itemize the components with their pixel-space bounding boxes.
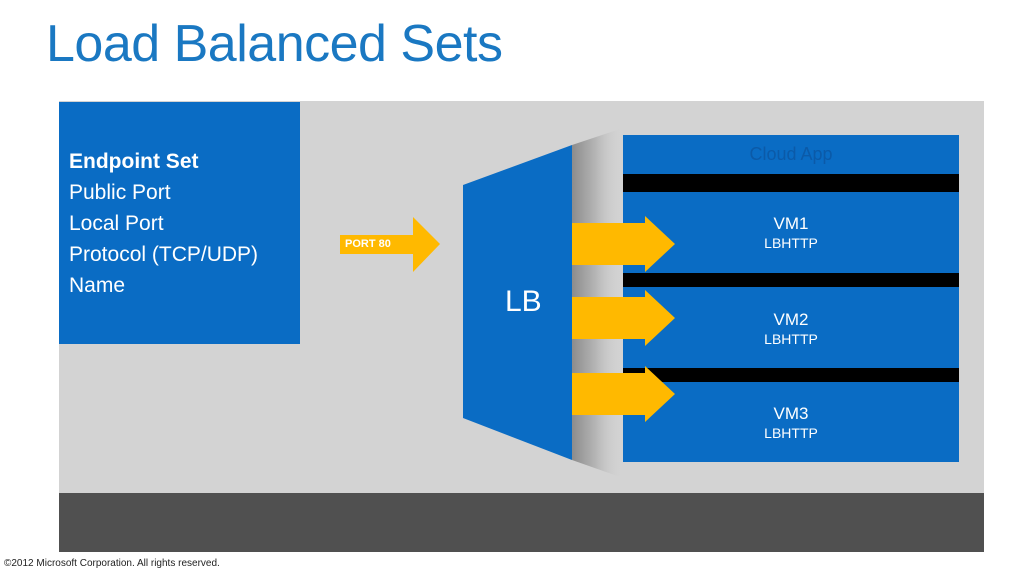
endpoint-item-protocol: Protocol (TCP/UDP)	[69, 243, 259, 266]
endpoint-item-local-port: Local Port	[69, 212, 164, 235]
divider-bar-2	[623, 273, 959, 287]
slide-title: Load Balanced Sets	[46, 15, 503, 73]
endpoint-set-box: Endpoint Set Public Port Local Port Prot…	[59, 102, 300, 344]
endpoint-set-heading: Endpoint Set	[69, 150, 199, 173]
vm2-arrow	[572, 290, 675, 346]
copyright-notice: ©2012 Microsoft Corporation. All rights …	[4, 558, 220, 569]
lb-label: LB	[505, 285, 542, 318]
port-80-arrow	[340, 217, 440, 272]
endpoint-item-name: Name	[69, 274, 126, 297]
vm1-name: VM1	[773, 214, 809, 233]
vm1-node: VM1 LBHTTP	[623, 214, 959, 252]
floor-band	[59, 493, 984, 552]
port-80-label: PORT 80	[345, 238, 391, 250]
cloud-app-label: Cloud App	[749, 144, 833, 164]
vm3-name: VM3	[773, 404, 809, 423]
vm2-name: VM2	[773, 310, 809, 329]
load-balancer-shape	[463, 145, 572, 460]
divider-bar-1	[623, 174, 959, 192]
vm1-service: LBHTTP	[764, 235, 818, 251]
vm3-arrow	[572, 366, 675, 422]
vm2-node: VM2 LBHTTP	[623, 310, 959, 348]
divider-bar-3	[623, 368, 959, 382]
vm2-service: LBHTTP	[764, 331, 818, 347]
endpoint-item-public-port: Public Port	[69, 181, 171, 204]
vm3-node: VM3 LBHTTP	[623, 404, 959, 442]
vm3-service: LBHTTP	[764, 425, 818, 441]
vm1-arrow	[572, 216, 675, 272]
